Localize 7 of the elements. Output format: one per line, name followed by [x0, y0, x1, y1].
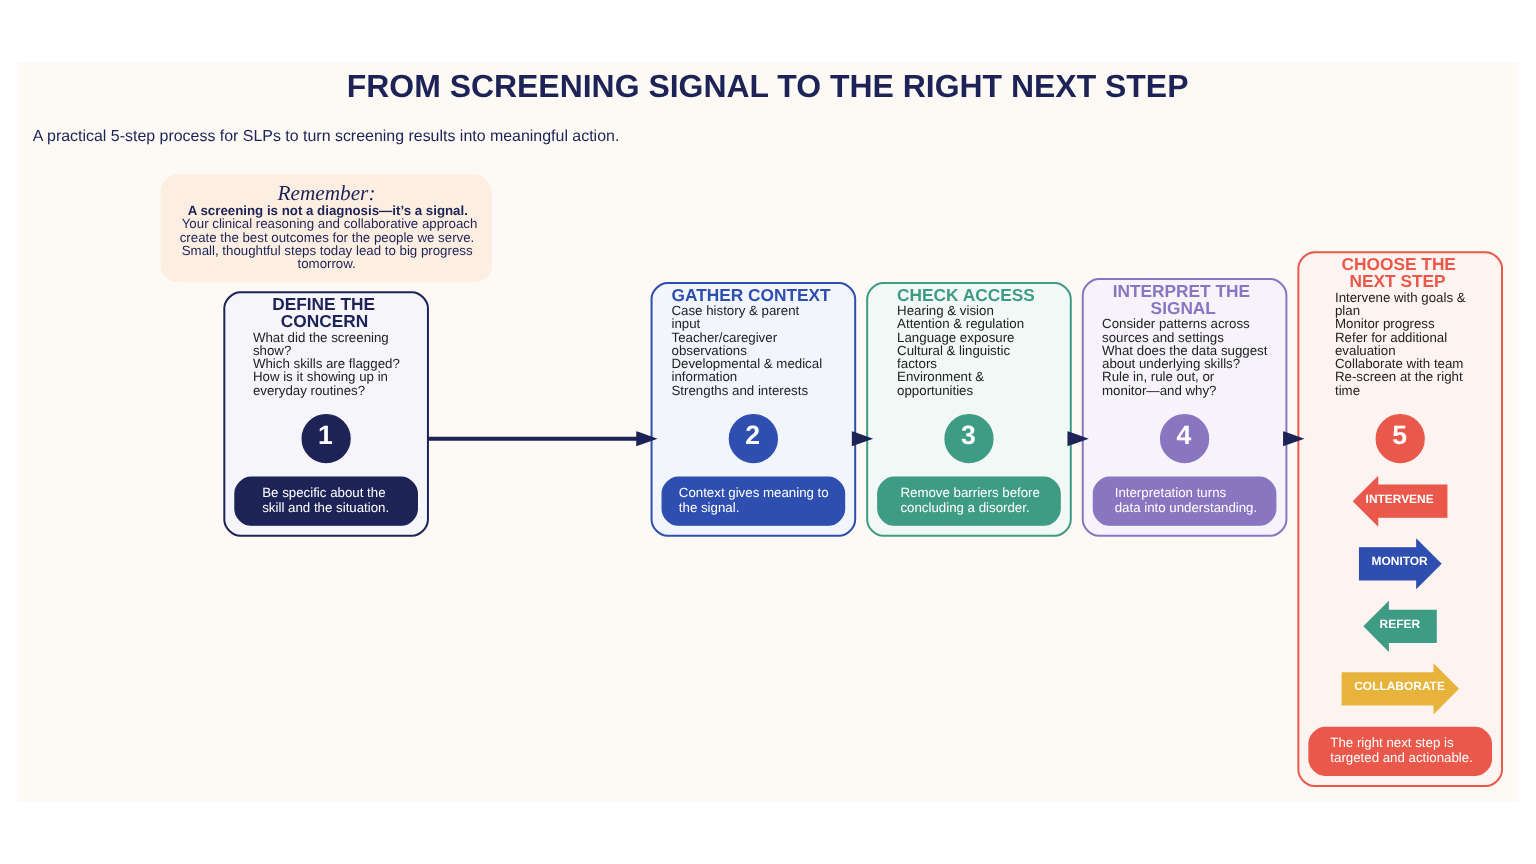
- node-circle: 4: [1159, 414, 1210, 464]
- node-circle: 5: [1375, 414, 1425, 464]
- node-circle: 1: [301, 414, 351, 464]
- node-circle: 3: [944, 414, 994, 464]
- arrow: [427, 431, 658, 447]
- node-circle: 2: [728, 414, 778, 464]
- diagram-title: FROM SCREENING SIGNAL TO THE RIGHT NEXT STEP: [346, 70, 1189, 105]
